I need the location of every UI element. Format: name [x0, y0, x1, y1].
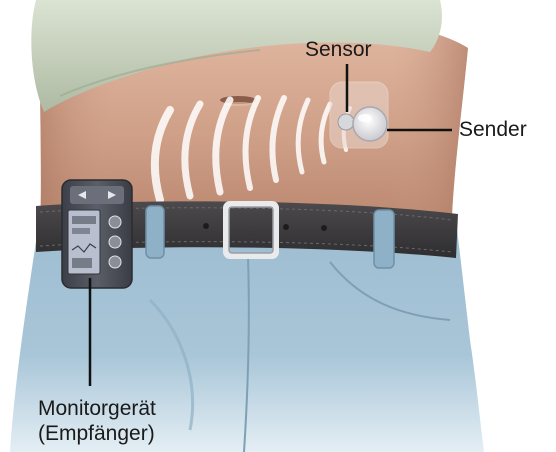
- belt-loop: [374, 210, 394, 268]
- monitor-button: [109, 216, 121, 228]
- sensor-base: [338, 114, 354, 130]
- sender-shine: [358, 114, 372, 122]
- belt-hole: [283, 224, 289, 230]
- screen-readout: [72, 216, 96, 224]
- monitor-button: [109, 236, 121, 248]
- monitor-button: [109, 256, 121, 268]
- screen-readout: [72, 258, 92, 268]
- belt-loop: [146, 206, 164, 258]
- sender-device: [353, 107, 387, 141]
- screen-readout: [72, 228, 90, 234]
- sender-label: Sender: [459, 117, 527, 142]
- monitor-label-line2: (Empfänger): [38, 421, 156, 446]
- belt-hole: [321, 225, 327, 231]
- monitor-label-line1: Monitorgerät: [38, 396, 156, 421]
- monitor-device: [62, 180, 132, 288]
- monitor-label: Monitorgerät (Empfänger): [38, 396, 156, 446]
- sensor-label: Sensor: [305, 37, 372, 62]
- belt-hole: [203, 223, 209, 229]
